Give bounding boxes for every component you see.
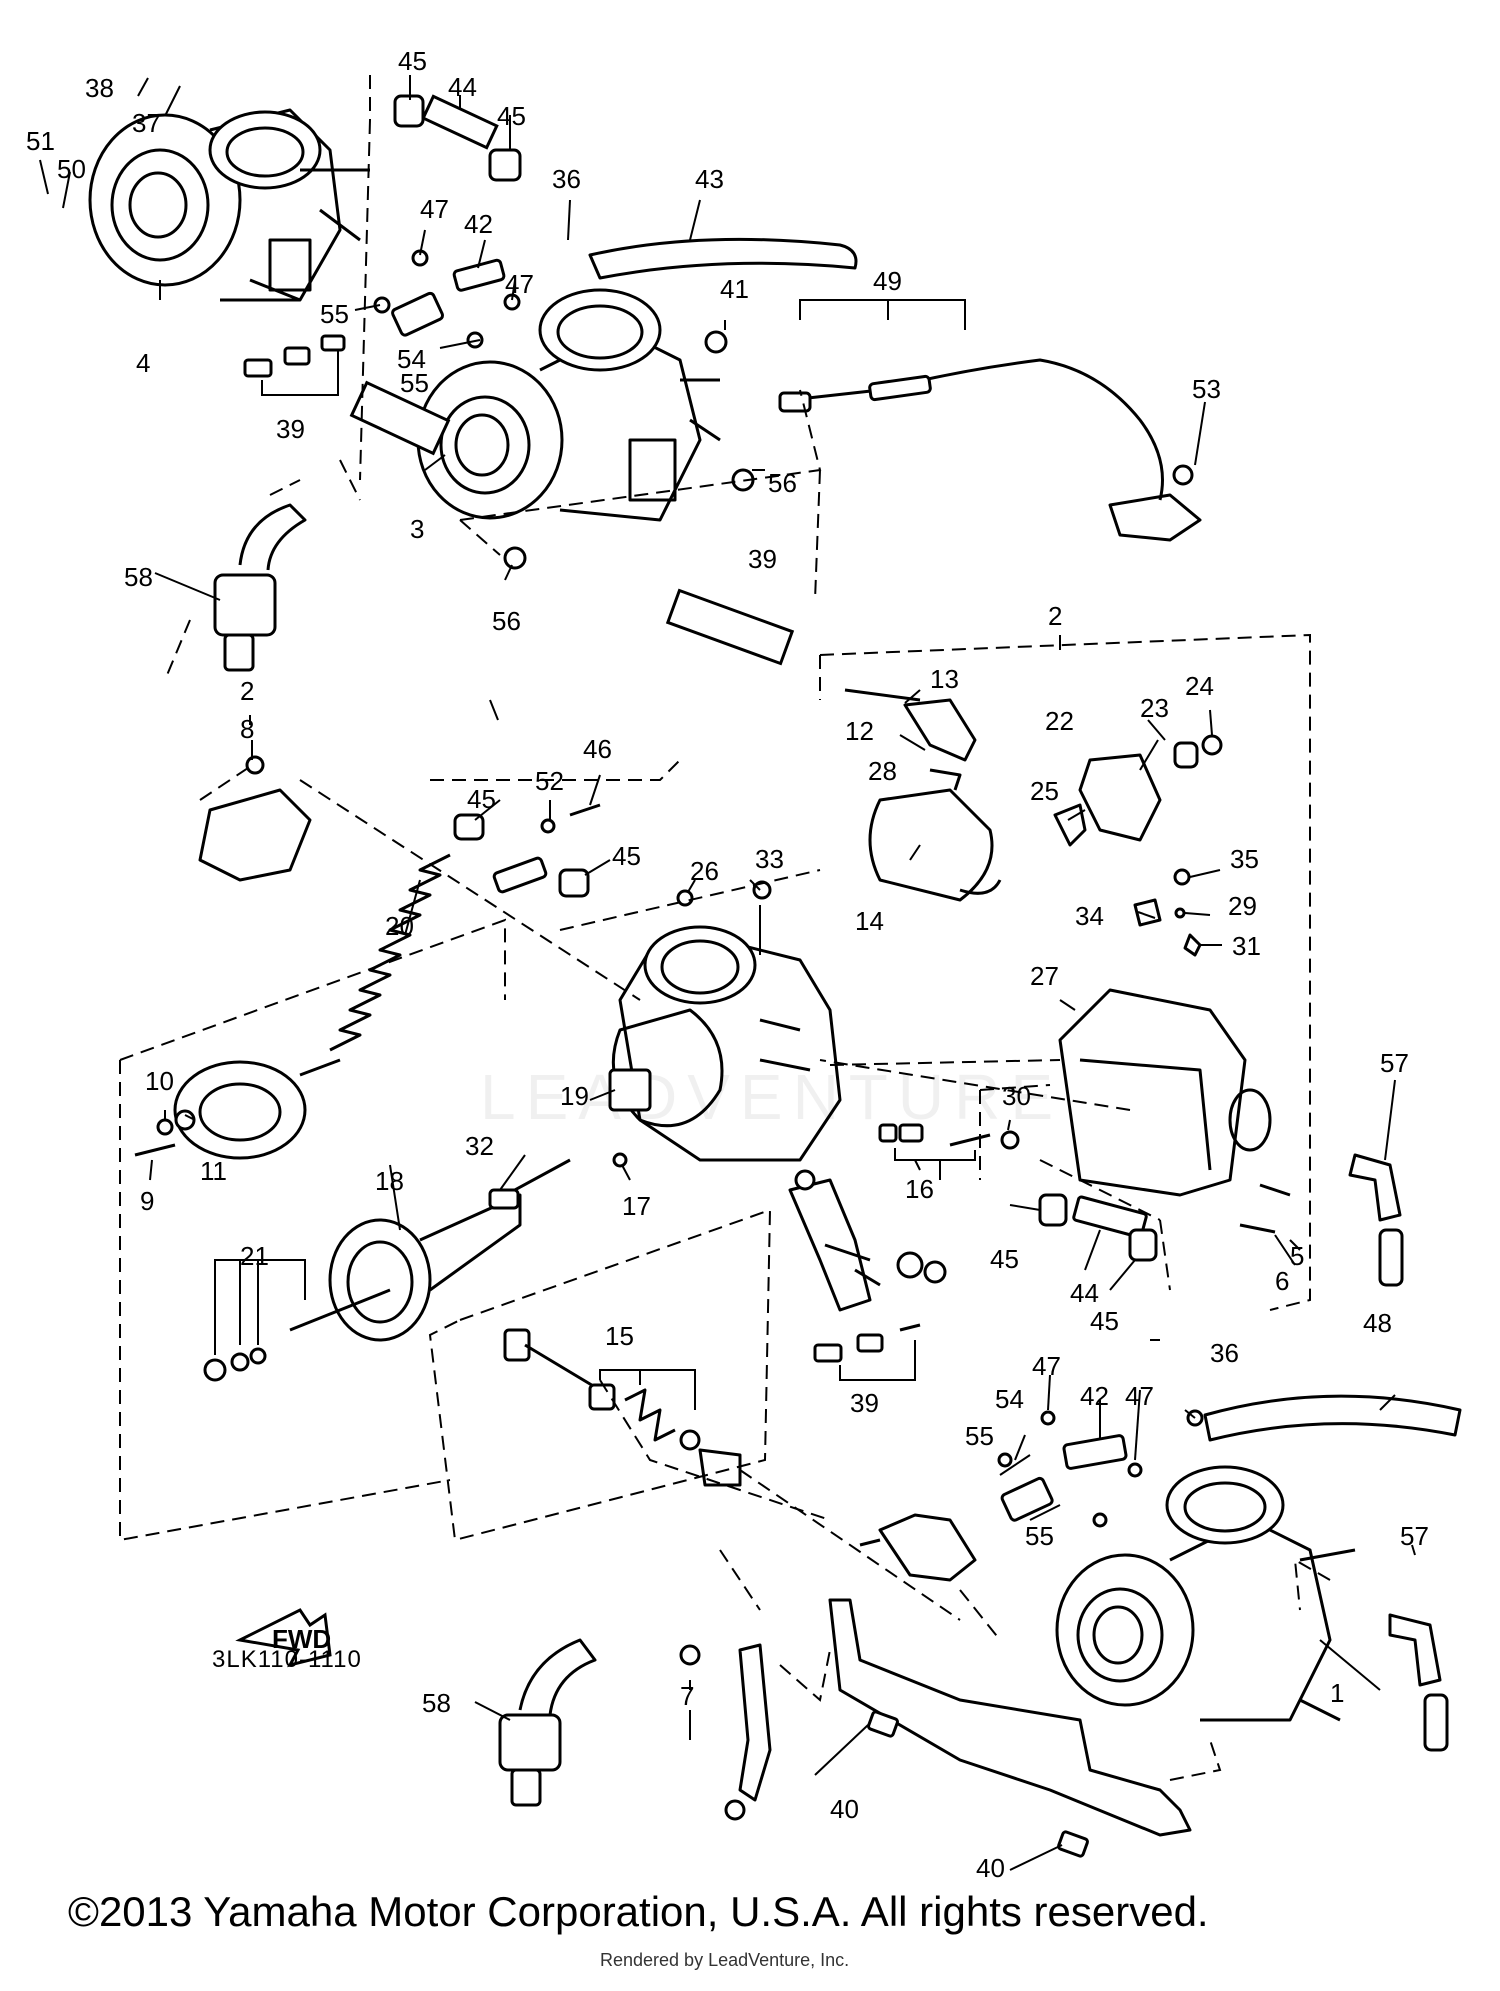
callout-26: 26	[690, 856, 719, 886]
callout-58: 58	[124, 562, 153, 592]
callout-54: 54	[397, 344, 426, 374]
callout-40-lower: 40	[976, 1853, 1005, 1880]
callout-19: 19	[560, 1081, 589, 1111]
callout-53: 53	[1192, 374, 1221, 404]
callout-40: 40	[830, 1794, 859, 1824]
callout-45-right: 45	[497, 101, 526, 131]
callout-32: 32	[465, 1131, 494, 1161]
callout-56-lower: 56	[492, 606, 521, 636]
callout-2: 2	[1048, 601, 1062, 631]
callout-47: 47	[420, 194, 449, 224]
callout-57: 57	[1380, 1048, 1409, 1078]
callout-44: 44	[448, 72, 477, 102]
copyright-notice: ©2013 Yamaha Motor Corporation, U.S.A. A…	[68, 1888, 1209, 1935]
callout-16: 16	[905, 1174, 934, 1204]
callout-47-right: 47	[505, 269, 534, 299]
callout-3: 3	[410, 514, 424, 544]
callout-45-lower-right: 45	[1090, 1306, 1119, 1336]
callout-45-lower: 45	[990, 1244, 1019, 1274]
callout-30: 30	[1002, 1081, 1031, 1111]
callout-42: 42	[464, 209, 493, 239]
callout-20: 20	[385, 911, 414, 941]
carburetor-body-center	[608, 925, 842, 1162]
callout-52: 52	[535, 766, 564, 796]
callout-27: 27	[1030, 961, 1059, 991]
callout-46: 46	[583, 734, 612, 764]
leader-lines	[39, 75, 1416, 1871]
callout-29: 29	[1228, 891, 1257, 921]
callout-36: 36	[552, 164, 581, 194]
callout-35: 35	[1230, 844, 1259, 874]
fwd-label: FWD	[272, 1624, 331, 1654]
callout-45-middle-right: 45	[612, 841, 641, 871]
callout-55-lower: 55	[965, 1421, 994, 1451]
callout-14: 14	[855, 906, 884, 936]
callout-15: 15	[605, 1321, 634, 1351]
callout-34: 34	[1075, 901, 1104, 931]
callout-33: 33	[755, 844, 784, 874]
callout-45: 45	[398, 46, 427, 76]
callout-50: 50	[57, 154, 86, 184]
callout-22: 22	[1045, 706, 1074, 736]
callout-11: 11	[200, 1156, 227, 1186]
callout-39: 39	[276, 414, 305, 444]
callout-43: 43	[695, 164, 724, 194]
carburetor-assembly-top-middle	[416, 288, 721, 522]
callout-10: 10	[145, 1066, 174, 1096]
watermark: LEADVENTURE	[480, 1061, 1063, 1133]
callout-44-lower: 44	[1070, 1278, 1099, 1308]
callout-17: 17	[622, 1191, 651, 1221]
callout-39-lower: 39	[850, 1388, 879, 1418]
callout-7: 7	[680, 1681, 694, 1711]
callout-13: 13	[930, 664, 959, 694]
callout-51: 51	[26, 126, 55, 156]
callout-55: 55	[320, 299, 349, 329]
callout-49: 49	[873, 266, 902, 296]
callout-36-lower: 36	[1210, 1338, 1239, 1368]
callout-47-lower-right: 47	[1125, 1381, 1154, 1411]
carburetor-assembly-top-left	[88, 108, 370, 302]
callout-5: 5	[1290, 1241, 1304, 1271]
diagram-code: 3LK110-1110	[212, 1646, 362, 1673]
callout-37: 37	[132, 108, 161, 138]
callout-39-middle: 39	[748, 544, 777, 574]
callout-1: 1	[1330, 1678, 1344, 1708]
callout-8: 8	[240, 714, 254, 744]
callout-9: 9	[140, 1186, 154, 1216]
callout-12: 12	[845, 716, 874, 746]
callout-28: 28	[868, 756, 897, 786]
callout-55-lower-right: 55	[1025, 1521, 1054, 1551]
callout-41: 41	[720, 274, 749, 304]
callout-54-lower: 54	[995, 1384, 1024, 1414]
callout-45-middle: 45	[467, 784, 496, 814]
callout-38: 38	[85, 73, 114, 103]
callout-42-lower: 42	[1080, 1381, 1109, 1411]
fwd-arrow: FWD	[235, 1608, 332, 1668]
callout-57-lower: 57	[1400, 1521, 1429, 1551]
callout-31: 31	[1232, 931, 1261, 961]
callout-56: 56	[768, 468, 797, 498]
callout-24: 24	[1185, 671, 1214, 701]
callout-labels: 1 2 2 3 4 5 6 7 8 9 10 11 12 13 14 15 16…	[26, 46, 1429, 1880]
carburetor-assembly-bottom-right	[1055, 1465, 1356, 1722]
callout-48: 48	[1363, 1308, 1392, 1338]
exploded-parts-diagram: FWD	[26, 46, 1462, 1880]
callout-6: 6	[1275, 1266, 1289, 1296]
callout-25: 25	[1030, 776, 1059, 806]
callout-2-secondary: 2	[240, 676, 254, 706]
callout-47-lower: 47	[1032, 1351, 1061, 1381]
callout-55-right: 55	[400, 368, 429, 398]
callout-4: 4	[136, 348, 150, 378]
callout-18: 18	[375, 1166, 404, 1196]
callout-58-lower: 58	[422, 1688, 451, 1718]
callout-23: 23	[1140, 693, 1169, 723]
callout-21: 21	[240, 1241, 269, 1271]
rendered-by-credit: Rendered by LeadVenture, Inc.	[600, 1950, 850, 1970]
